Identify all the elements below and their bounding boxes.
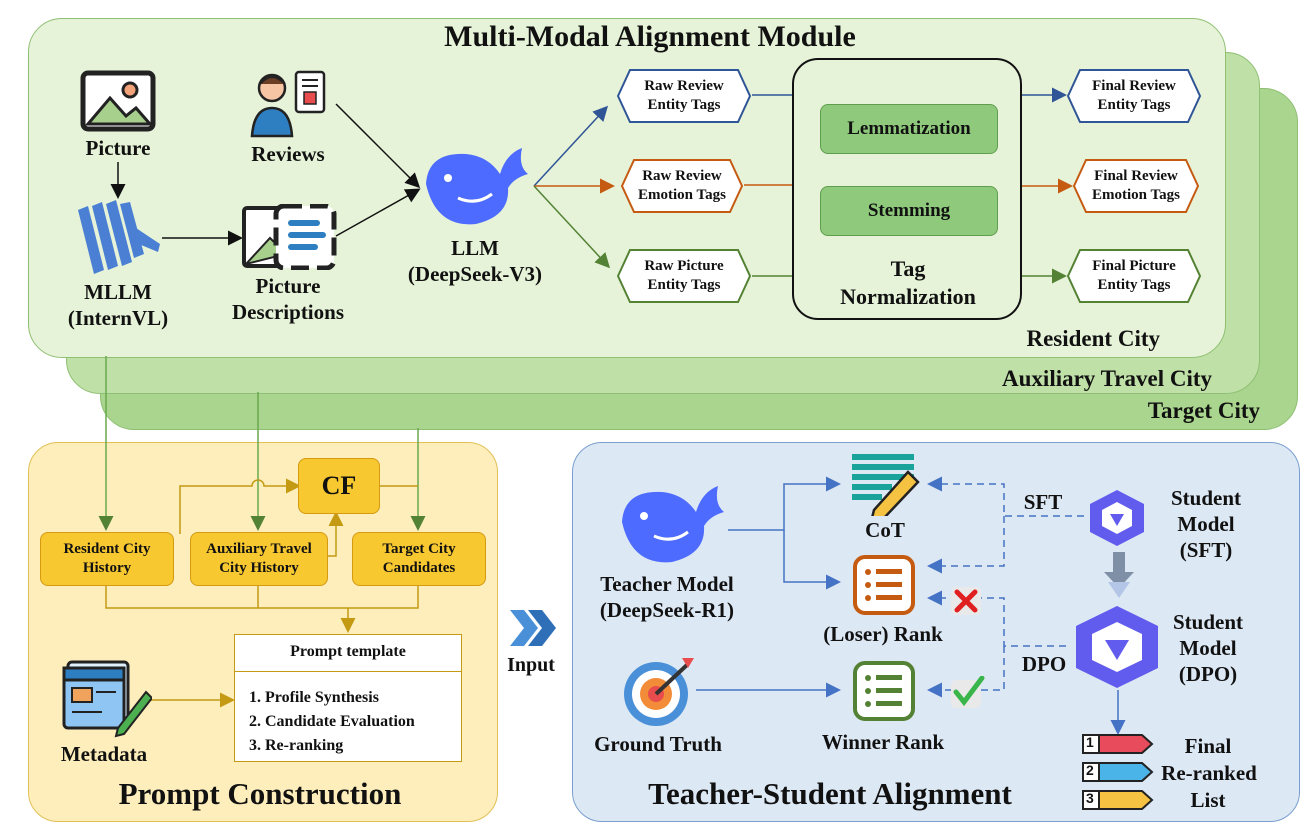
picture-label: Picture bbox=[85, 136, 151, 160]
prompt-template-box: Prompt template 1. Profile Synthesis 2. … bbox=[234, 634, 462, 762]
tag-normalization-label-2: Normalization bbox=[840, 284, 976, 309]
final-tag-line: Final Review bbox=[1092, 78, 1176, 95]
picture-description-icon bbox=[242, 203, 338, 271]
student-dpo-label-1: Student bbox=[1172, 610, 1244, 634]
cf-box: CF bbox=[298, 458, 380, 514]
final-list-label-2: Re-ranked bbox=[1161, 761, 1257, 785]
llm-sub-label: (DeepSeek-V3) bbox=[407, 262, 543, 286]
raw-tag-line: Entity Tags bbox=[647, 97, 721, 113]
mllm-sub-label: (InternVL) bbox=[67, 306, 169, 330]
tag-normalization-label-1: Tag bbox=[890, 256, 926, 281]
layer-label-auxiliary: Auxiliary Travel City bbox=[1002, 366, 1212, 391]
template-item: 3. Re-ranking bbox=[249, 737, 344, 754]
student-sft-label-3: (SFT) bbox=[1179, 538, 1233, 562]
student-sft-logo-icon bbox=[1086, 488, 1148, 548]
final-tag-line: Final Picture bbox=[1092, 258, 1176, 275]
rank-3-icon: 3 bbox=[1082, 790, 1154, 810]
teacher-student-panel bbox=[572, 442, 1300, 822]
resident-line: Resident City bbox=[63, 541, 151, 558]
raw-tag-line: Raw Review bbox=[642, 168, 722, 185]
cot-icon bbox=[850, 452, 920, 520]
rank-number: 1 bbox=[1086, 734, 1094, 750]
rank-number: 2 bbox=[1086, 762, 1094, 778]
template-item: 1. Profile Synthesis bbox=[249, 689, 379, 706]
input-chevron-icon bbox=[506, 606, 556, 650]
student-dpo-label-2: Model bbox=[1179, 636, 1237, 660]
deepseek-whale-icon bbox=[418, 144, 534, 228]
teacher-student-title: Teacher-Student Alignment bbox=[648, 776, 1012, 811]
alignment-title: Multi-Modal Alignment Module bbox=[444, 20, 856, 53]
final-list-label-1: Final bbox=[1184, 734, 1232, 758]
layer-label-target: Target City bbox=[1147, 398, 1260, 423]
reject-x-icon bbox=[950, 586, 982, 616]
student-dpo-logo-icon bbox=[1070, 604, 1164, 690]
final-list-label-3: List bbox=[1190, 788, 1226, 812]
raw-tag-line: Raw Picture bbox=[644, 258, 724, 275]
student-sft-label-2: Model bbox=[1177, 512, 1235, 536]
template-item: 2. Candidate Evaluation bbox=[249, 713, 415, 730]
metadata-label: Metadata bbox=[60, 742, 148, 766]
accept-check-icon bbox=[950, 675, 986, 708]
student-dpo-label-3: (DPO) bbox=[1178, 662, 1238, 686]
raw-tag-line: Entity Tags bbox=[647, 277, 721, 293]
reviews-icon bbox=[250, 70, 330, 140]
rank-number: 3 bbox=[1086, 790, 1094, 806]
lemmatization-box: Lemmatization bbox=[820, 104, 998, 154]
teacher-whale-icon bbox=[614, 482, 728, 564]
stemming-box: Stemming bbox=[820, 186, 998, 236]
winner-rank-label: Winner Rank bbox=[821, 730, 945, 754]
final-tag-line: Final Review bbox=[1094, 168, 1178, 185]
rank-1-icon: 1 bbox=[1082, 734, 1154, 754]
final-tag-line: Entity Tags bbox=[1097, 277, 1171, 293]
auxiliary-line: City History bbox=[219, 560, 299, 576]
picture-descriptions-label-2: Descriptions bbox=[232, 300, 344, 324]
metadata-icon bbox=[62, 658, 154, 738]
auxiliary-line: Auxiliary Travel bbox=[206, 541, 312, 558]
raw-tag-line: Emotion Tags bbox=[638, 187, 726, 203]
input-label: Input bbox=[507, 654, 555, 676]
target-line: Target City bbox=[382, 541, 456, 558]
raw-tag-line: Raw Review bbox=[644, 78, 724, 95]
final-tag-line: Entity Tags bbox=[1097, 97, 1171, 113]
target-line: Candidates bbox=[382, 560, 456, 576]
cot-label: CoT bbox=[865, 518, 905, 542]
template-divider bbox=[235, 671, 461, 672]
layer-label-resident: Resident City bbox=[1026, 326, 1160, 351]
picture-descriptions-label-1: Picture bbox=[255, 274, 321, 298]
picture-icon bbox=[80, 70, 156, 132]
internvl-icon bbox=[74, 198, 164, 278]
rank-2-icon: 2 bbox=[1082, 762, 1154, 782]
student-sft-label-1: Student bbox=[1170, 486, 1242, 510]
reviews-label: Reviews bbox=[251, 142, 325, 166]
prompt-template-title: Prompt template bbox=[290, 643, 406, 660]
teacher-label-1: Teacher Model bbox=[600, 572, 734, 596]
loser-rank-label: (Loser) Rank bbox=[823, 622, 943, 646]
resident-line: History bbox=[82, 560, 132, 576]
llm-label: LLM bbox=[451, 236, 499, 260]
loser-rank-icon bbox=[852, 554, 916, 616]
final-tag-line: Emotion Tags bbox=[1092, 187, 1180, 203]
sft-label: SFT bbox=[1023, 490, 1063, 514]
teacher-label-2: (DeepSeek-R1) bbox=[599, 598, 735, 622]
mllm-label: MLLM bbox=[84, 280, 152, 304]
dpo-label: DPO bbox=[1021, 652, 1067, 676]
winner-rank-icon bbox=[852, 660, 916, 722]
sft-to-dpo-arrow-icon bbox=[1104, 552, 1134, 598]
ground-truth-target-icon bbox=[622, 654, 698, 730]
ground-truth-label: Ground Truth bbox=[594, 732, 722, 756]
prompt-construction-title: Prompt Construction bbox=[118, 776, 402, 811]
